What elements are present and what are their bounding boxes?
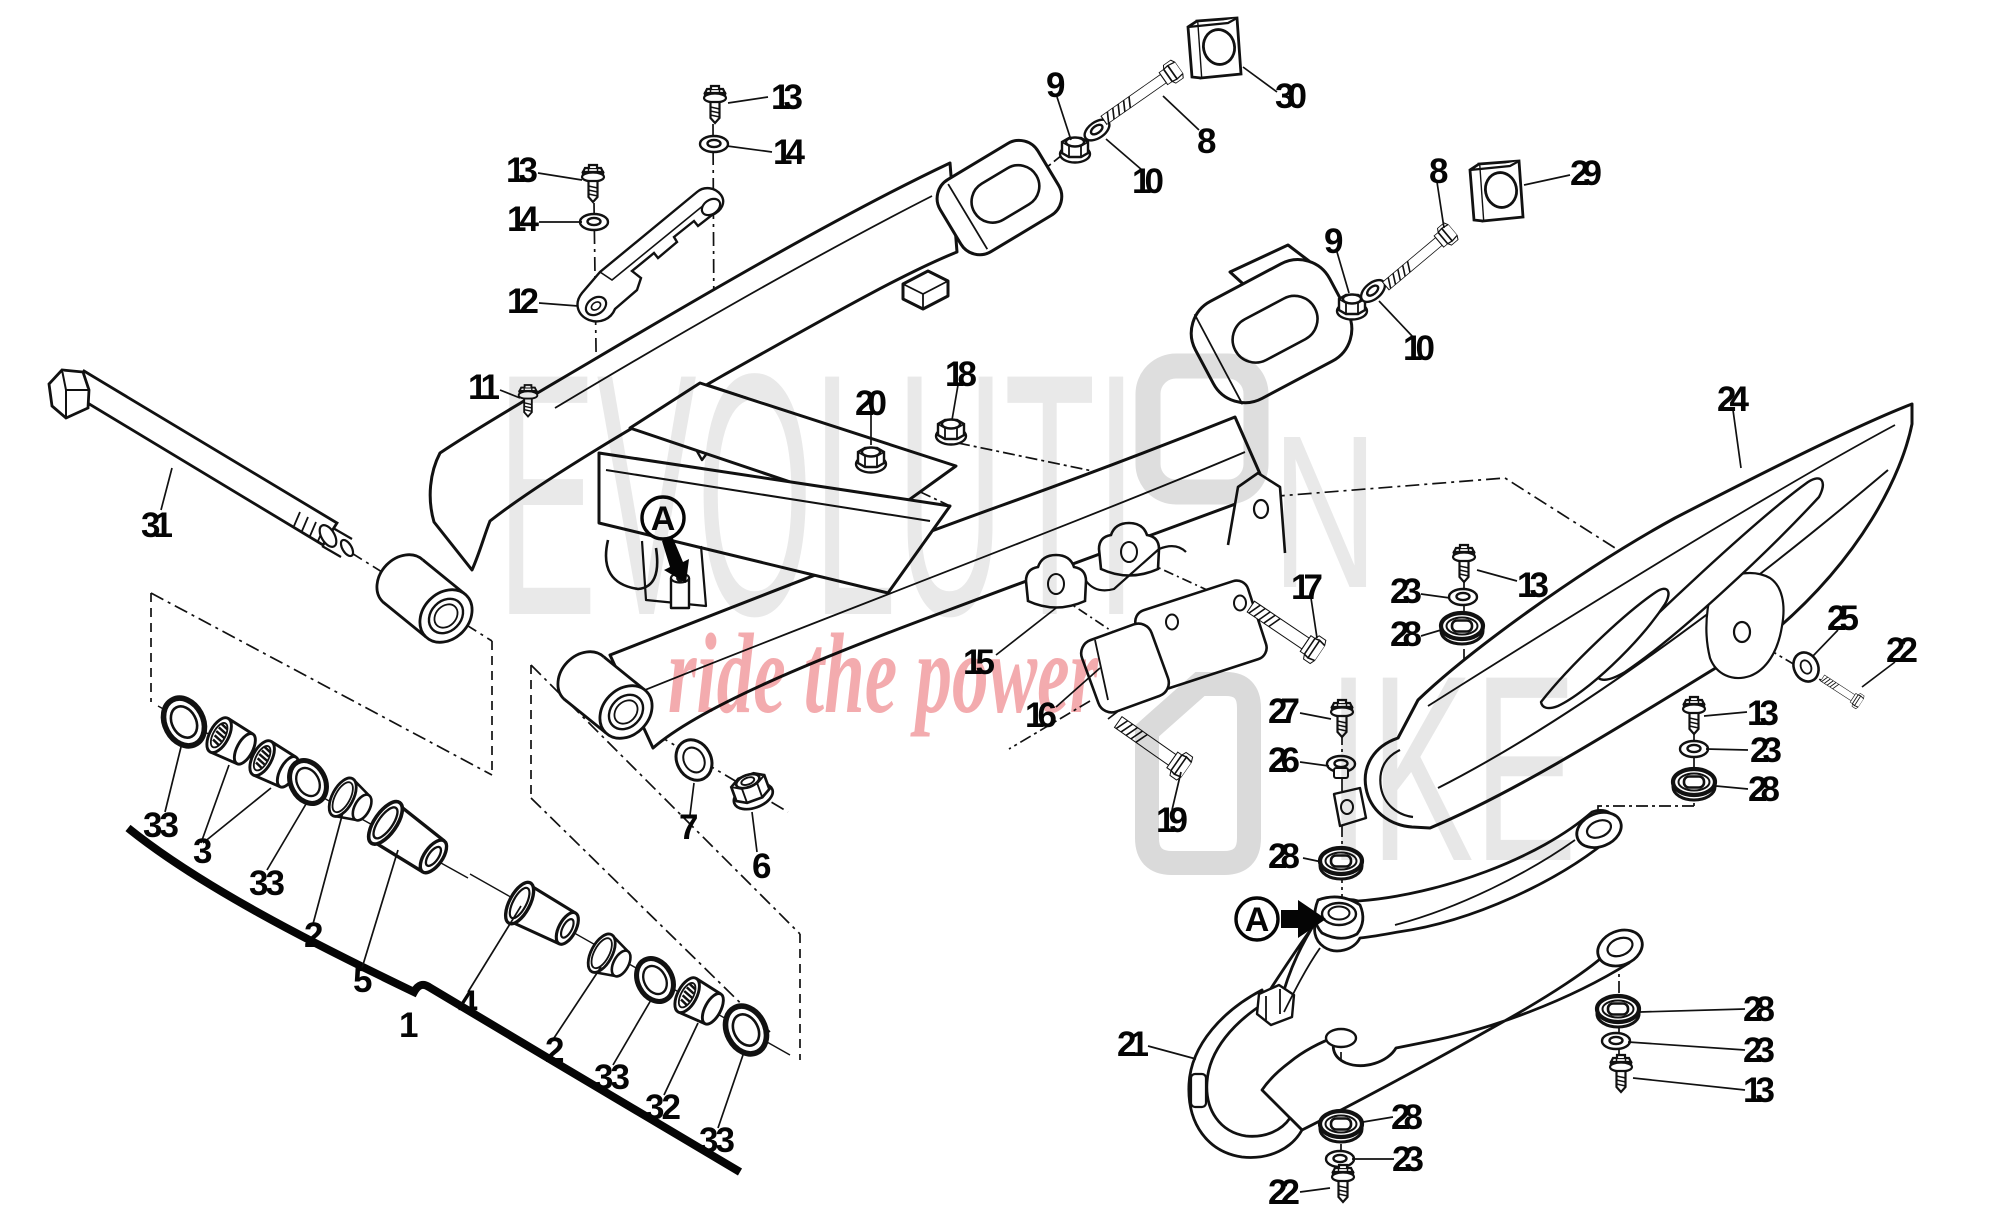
svg-text:18: 18 <box>945 355 977 394</box>
svg-text:12: 12 <box>507 282 539 321</box>
svg-text:1: 1 <box>399 1006 418 1045</box>
svg-text:8: 8 <box>1429 152 1448 191</box>
svg-text:33: 33 <box>249 864 285 903</box>
svg-text:23: 23 <box>1743 1031 1775 1070</box>
svg-text:10: 10 <box>1403 329 1435 368</box>
svg-text:33: 33 <box>143 806 179 845</box>
svg-text:31: 31 <box>141 506 173 545</box>
svg-text:2: 2 <box>304 916 323 955</box>
svg-text:2: 2 <box>545 1031 564 1070</box>
svg-text:8: 8 <box>1197 122 1216 161</box>
svg-text:EVOLUTI: EVOLUTI <box>497 303 1137 688</box>
svg-text:28: 28 <box>1390 615 1422 654</box>
svg-text:15: 15 <box>963 643 995 682</box>
svg-text:16: 16 <box>1025 696 1057 735</box>
svg-text:20: 20 <box>855 384 887 423</box>
svg-text:33: 33 <box>594 1058 630 1097</box>
svg-text:10: 10 <box>1132 162 1164 201</box>
svg-text:23: 23 <box>1390 572 1422 611</box>
svg-text:32: 32 <box>645 1088 681 1127</box>
svg-text:23: 23 <box>1392 1140 1424 1179</box>
svg-text:4: 4 <box>458 984 478 1023</box>
svg-text:13: 13 <box>1517 566 1549 605</box>
svg-text:22: 22 <box>1268 1173 1300 1212</box>
svg-text:7: 7 <box>679 808 698 847</box>
svg-text:13: 13 <box>771 78 803 117</box>
svg-text:28: 28 <box>1268 837 1300 876</box>
svg-text:13: 13 <box>1743 1071 1775 1110</box>
svg-text:ride the power: ride the power <box>668 610 1099 737</box>
svg-text:30: 30 <box>1275 77 1307 116</box>
svg-text:28: 28 <box>1743 990 1775 1029</box>
svg-text:33: 33 <box>699 1121 735 1160</box>
svg-text:27: 27 <box>1268 692 1300 731</box>
svg-text:14: 14 <box>507 200 540 239</box>
svg-text:14: 14 <box>773 133 806 172</box>
svg-text:9: 9 <box>1324 222 1343 261</box>
svg-text:6: 6 <box>752 847 771 886</box>
svg-text:5: 5 <box>353 961 372 1000</box>
svg-text:23: 23 <box>1750 731 1782 770</box>
svg-text:3: 3 <box>193 832 212 871</box>
svg-text:IKE: IKE <box>1327 621 1577 917</box>
svg-text:26: 26 <box>1268 741 1300 780</box>
svg-text:28: 28 <box>1748 770 1780 809</box>
svg-text:17: 17 <box>1291 568 1323 607</box>
svg-text:29: 29 <box>1570 154 1602 193</box>
svg-text:28: 28 <box>1391 1098 1423 1137</box>
svg-text:N: N <box>1272 391 1378 634</box>
svg-text:9: 9 <box>1046 66 1065 105</box>
svg-text:13: 13 <box>506 151 538 190</box>
svg-text:21: 21 <box>1117 1025 1149 1064</box>
svg-text:13: 13 <box>1747 694 1779 733</box>
svg-text:24: 24 <box>1717 380 1750 419</box>
svg-text:22: 22 <box>1886 631 1918 670</box>
svg-text:11: 11 <box>468 368 500 407</box>
svg-text:19: 19 <box>1156 801 1188 840</box>
svg-text:25: 25 <box>1827 599 1859 638</box>
